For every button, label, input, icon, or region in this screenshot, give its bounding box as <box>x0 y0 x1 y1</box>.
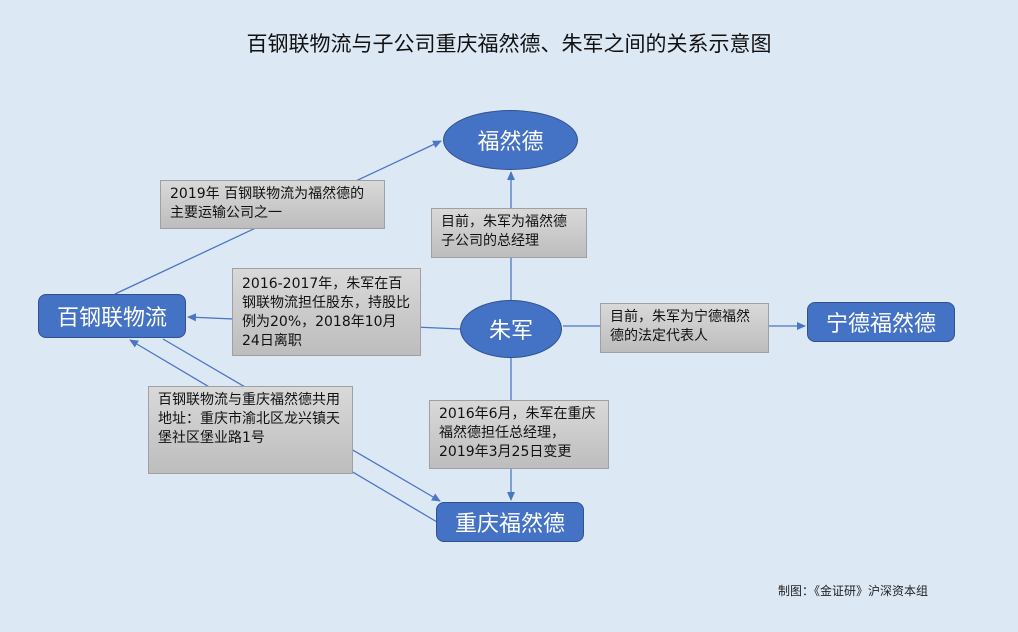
note-zhujun-fuhrand: 目前，朱军为福然德子公司的总经理 <box>431 208 587 258</box>
note-zhujun-chongqing: 2016年6月，朱军在重庆福然德担任总经理，2019年3月25日变更 <box>429 400 609 469</box>
diagram-title: 百钢联物流与子公司重庆福然德、朱军之间的关系示意图 <box>246 32 772 56</box>
node-zhujun: 朱军 <box>460 300 562 358</box>
note-zhujun-baigang: 2016-2017年，朱军在百钢联物流担任股东，持股比例为20%，2018年10… <box>232 268 421 356</box>
node-chongqing: 重庆福然德 <box>436 502 584 542</box>
note-baigang-fuhrand: 2019年 百钢联物流为福然德的主要运输公司之一 <box>160 180 385 229</box>
note-baigang-chongqing: 百钢联物流与重庆福然德共用地址：重庆市渝北区龙兴镇天堡社区堡业路1号 <box>148 386 353 474</box>
node-fuhrand: 福然德 <box>443 110 578 170</box>
note-zhujun-ningde: 目前，朱军为宁德福然德的法定代表人 <box>600 303 769 353</box>
node-ningde: 宁德福然德 <box>807 302 955 342</box>
footer-credit: 制图：《金证研》沪深资本组 <box>778 584 929 598</box>
node-baigang: 百钢联物流 <box>38 294 186 338</box>
